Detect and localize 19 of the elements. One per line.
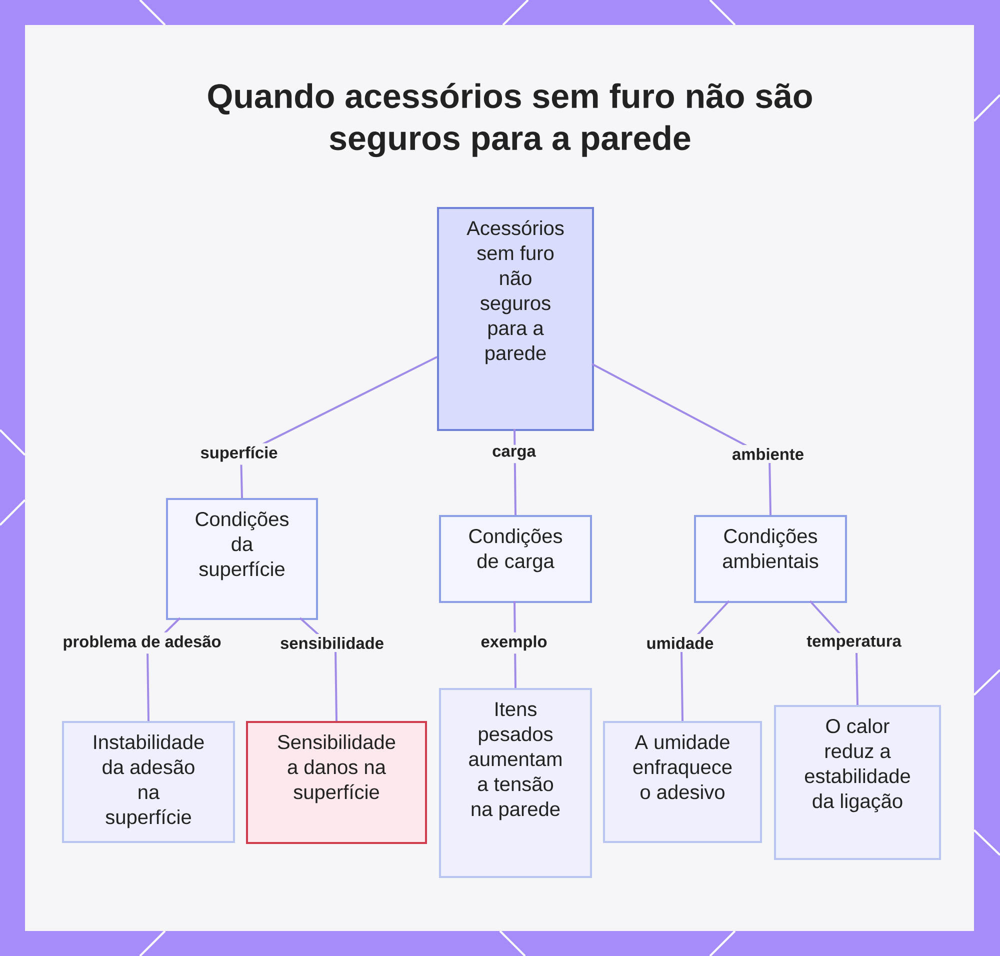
category-box: Condições da superfície xyxy=(166,498,318,620)
leaf-box: A umidade enfraquece o adesivo xyxy=(603,721,762,843)
connector-line xyxy=(592,363,772,516)
edge-label: superfície xyxy=(197,443,281,465)
title: Quando acessórios sem furo não são seguros para a parede xyxy=(208,82,812,158)
leaf-box: Instabilidade da adesão na superfície xyxy=(62,721,235,843)
edge-label: problema de adesão xyxy=(60,632,224,654)
edge-label: umidade xyxy=(643,634,717,652)
edge-label: ambiente xyxy=(729,444,807,464)
edge-label: temperatura xyxy=(804,632,904,654)
edge-label: carga xyxy=(489,444,539,464)
leaf-box: O calor reduz a estabilidade da ligação xyxy=(774,705,941,860)
edge-label: exemplo xyxy=(478,632,550,654)
category-box: Condições de carga xyxy=(439,515,592,603)
root-box: Acessórios sem furo não seguros para a parede xyxy=(437,207,594,431)
leaf-box: Itens pesados aumentam a tensão na parede xyxy=(439,688,592,878)
category-box: Condições ambientais xyxy=(694,515,847,603)
edge-label: sensibilidade xyxy=(277,634,387,652)
highlighted-box: Sensibilidade a danos na superfície xyxy=(246,721,427,844)
